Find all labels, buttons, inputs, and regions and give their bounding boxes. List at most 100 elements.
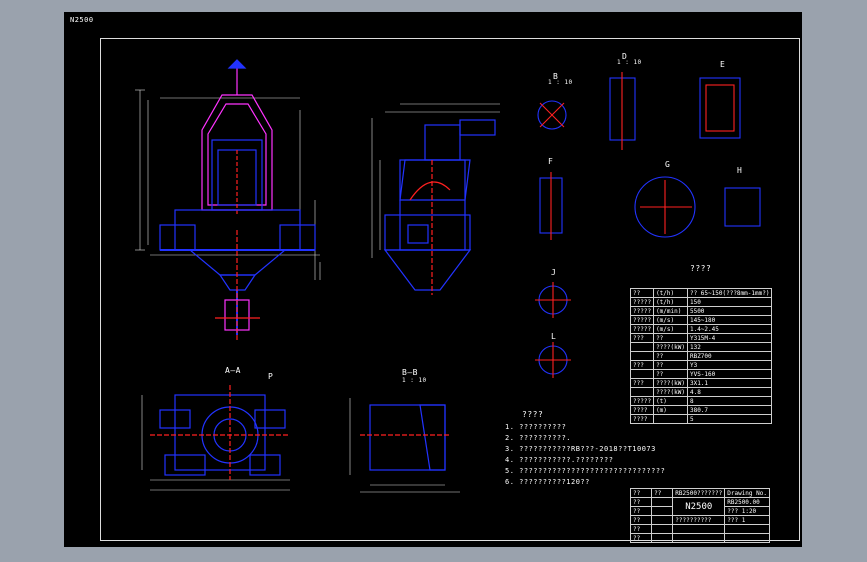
params-row: ?????(m/s)145~180 xyxy=(629,315,773,325)
tb-row4: ?? xyxy=(629,524,653,534)
tb-col1: ?? xyxy=(629,488,653,498)
front-view xyxy=(135,59,321,340)
params-row: ??(t/h)?? 65~150(???8mm-1mm?) xyxy=(629,288,773,298)
params-cell: (m/s) xyxy=(653,315,688,325)
tb-col4: Drawing No. xyxy=(724,488,770,498)
label-det-d-scale: 1 : 10 xyxy=(617,59,642,66)
tb-row5: ?? xyxy=(629,533,653,543)
params-cell: ?? xyxy=(629,288,655,298)
params-cell: 5 xyxy=(686,414,773,424)
note-item: 3. ???????????RB???-2018??T10073 xyxy=(505,445,656,453)
params-cell: 380.7 xyxy=(686,405,773,415)
title-block: ?? ?? RB2500??????? Drawing No. ?? N2500… xyxy=(629,488,770,543)
params-row: ?????Y315M-4 xyxy=(629,333,773,343)
params-cell: 150 xyxy=(686,297,773,307)
params-cell: (m/min) xyxy=(653,306,688,316)
params-cell: ????(kW) xyxy=(653,387,688,397)
params-cell: 1.4~2.45 xyxy=(686,324,773,334)
params-cell: ?? xyxy=(653,369,688,379)
tb-col3: RB2500??????? xyxy=(672,488,726,498)
label-det-l: L xyxy=(551,332,557,341)
params-cell: ????? xyxy=(629,306,655,316)
tb-title: N2500 xyxy=(672,497,726,516)
params-cell: 132 xyxy=(686,342,773,352)
params-cell xyxy=(629,369,655,379)
params-row: ????(m)380.7 xyxy=(629,405,773,415)
notes-heading: ???? xyxy=(522,410,544,419)
params-cell: ??? xyxy=(629,378,655,388)
note-item: 5. ??????????????????????????????? xyxy=(505,467,666,475)
params-cell: ????? xyxy=(629,396,655,406)
params-row: ?????(t/h)150 xyxy=(629,297,773,307)
params-cell: ???? xyxy=(629,414,655,424)
notes-list: 1. ?????????? 2. ??????????. 3. ??????????… xyxy=(505,423,665,489)
params-cell xyxy=(629,342,655,352)
tb-row2: ?? xyxy=(629,506,653,516)
params-cell: ?? 65~150(???8mm-1mm?) xyxy=(686,288,773,298)
side-view xyxy=(371,103,500,295)
params-row: ?????(m/min)5500 xyxy=(629,306,773,316)
drawing-sheet xyxy=(64,12,802,547)
note-item: 1. ?????????? xyxy=(505,423,567,431)
tb-label-weight: ??? xyxy=(727,516,739,524)
label-det-b: B xyxy=(553,72,559,81)
tb-row1: ?? xyxy=(629,497,653,507)
params-table: ??(t/h)?? 65~150(???8mm-1mm?)?????(t/h)1… xyxy=(629,288,773,424)
label-det-e: E xyxy=(720,60,726,69)
params-row: ?????(t)8 xyxy=(629,396,773,406)
label-det-b-scale: 1 : 10 xyxy=(548,79,573,86)
params-cell: ?? xyxy=(653,333,688,343)
label-det-h: H xyxy=(737,166,743,175)
params-cell xyxy=(629,351,655,361)
params-cell: 8 xyxy=(686,396,773,406)
params-cell: (t) xyxy=(653,396,688,406)
tb-unit: ?????????? xyxy=(672,515,726,525)
params-cell: ????(kW) xyxy=(653,378,688,388)
params-row: ????(kW)4.8 xyxy=(629,387,773,397)
params-cell: ??? xyxy=(629,333,655,343)
params-cell: 145~180 xyxy=(686,315,773,325)
label-det-g: G xyxy=(665,160,671,169)
params-row: ???? 5 xyxy=(629,414,773,424)
params-cell: YVS-160 xyxy=(686,369,773,379)
label-det-f: F xyxy=(548,157,554,166)
params-row: ???????(kW)3X1.1 xyxy=(629,378,773,388)
params-cell: ????? xyxy=(629,315,655,325)
params-cell: ?? xyxy=(653,360,688,370)
params-cell: ???? xyxy=(629,405,655,415)
params-cell: 4.8 xyxy=(686,387,773,397)
params-cell: ????(kW) xyxy=(653,342,688,352)
params-cell: ????? xyxy=(629,324,655,334)
note-item: 4. ???????????.???????? xyxy=(505,456,614,464)
params-cell: (m/s) xyxy=(653,324,688,334)
tb-drawing-no: RB2500.00 xyxy=(724,497,770,507)
tb-label-scale: ??? xyxy=(727,507,739,515)
params-cell: (t/h) xyxy=(653,288,688,298)
plan-aa xyxy=(141,385,290,491)
params-cell: 5500 xyxy=(686,306,773,316)
params-cell: (t/h) xyxy=(653,297,688,307)
tb-row3: ?? xyxy=(629,515,653,525)
params-cell xyxy=(629,387,655,397)
params-row: ?????Y3 xyxy=(629,360,773,370)
params-cell: ????? xyxy=(629,297,655,307)
label-section-bb: B—B xyxy=(402,368,418,377)
sheet-title: N2500 xyxy=(70,16,94,24)
params-row: ??YVS-160 xyxy=(629,369,773,379)
params-cell: RBZ700 xyxy=(686,351,773,361)
params-row: ??RBZ700 xyxy=(629,351,773,361)
note-item: 6. ??????????120?? xyxy=(505,478,590,486)
note-item: 2. ??????????. xyxy=(505,434,572,442)
label-arrow-p: P xyxy=(268,372,274,381)
label-section-aa: A—A xyxy=(225,366,241,375)
label-det-j: J xyxy=(551,268,557,277)
label-scale-bb: 1 : 10 xyxy=(402,377,427,384)
tb-scale: 1:20 xyxy=(741,507,757,515)
section-bb xyxy=(349,398,460,493)
tb-col2: ?? xyxy=(651,488,674,498)
params-cell: Y3 xyxy=(686,360,773,370)
params-heading: ???? xyxy=(690,264,712,273)
params-cell: ?? xyxy=(653,351,688,361)
tb-sheet: 1 xyxy=(741,516,746,524)
